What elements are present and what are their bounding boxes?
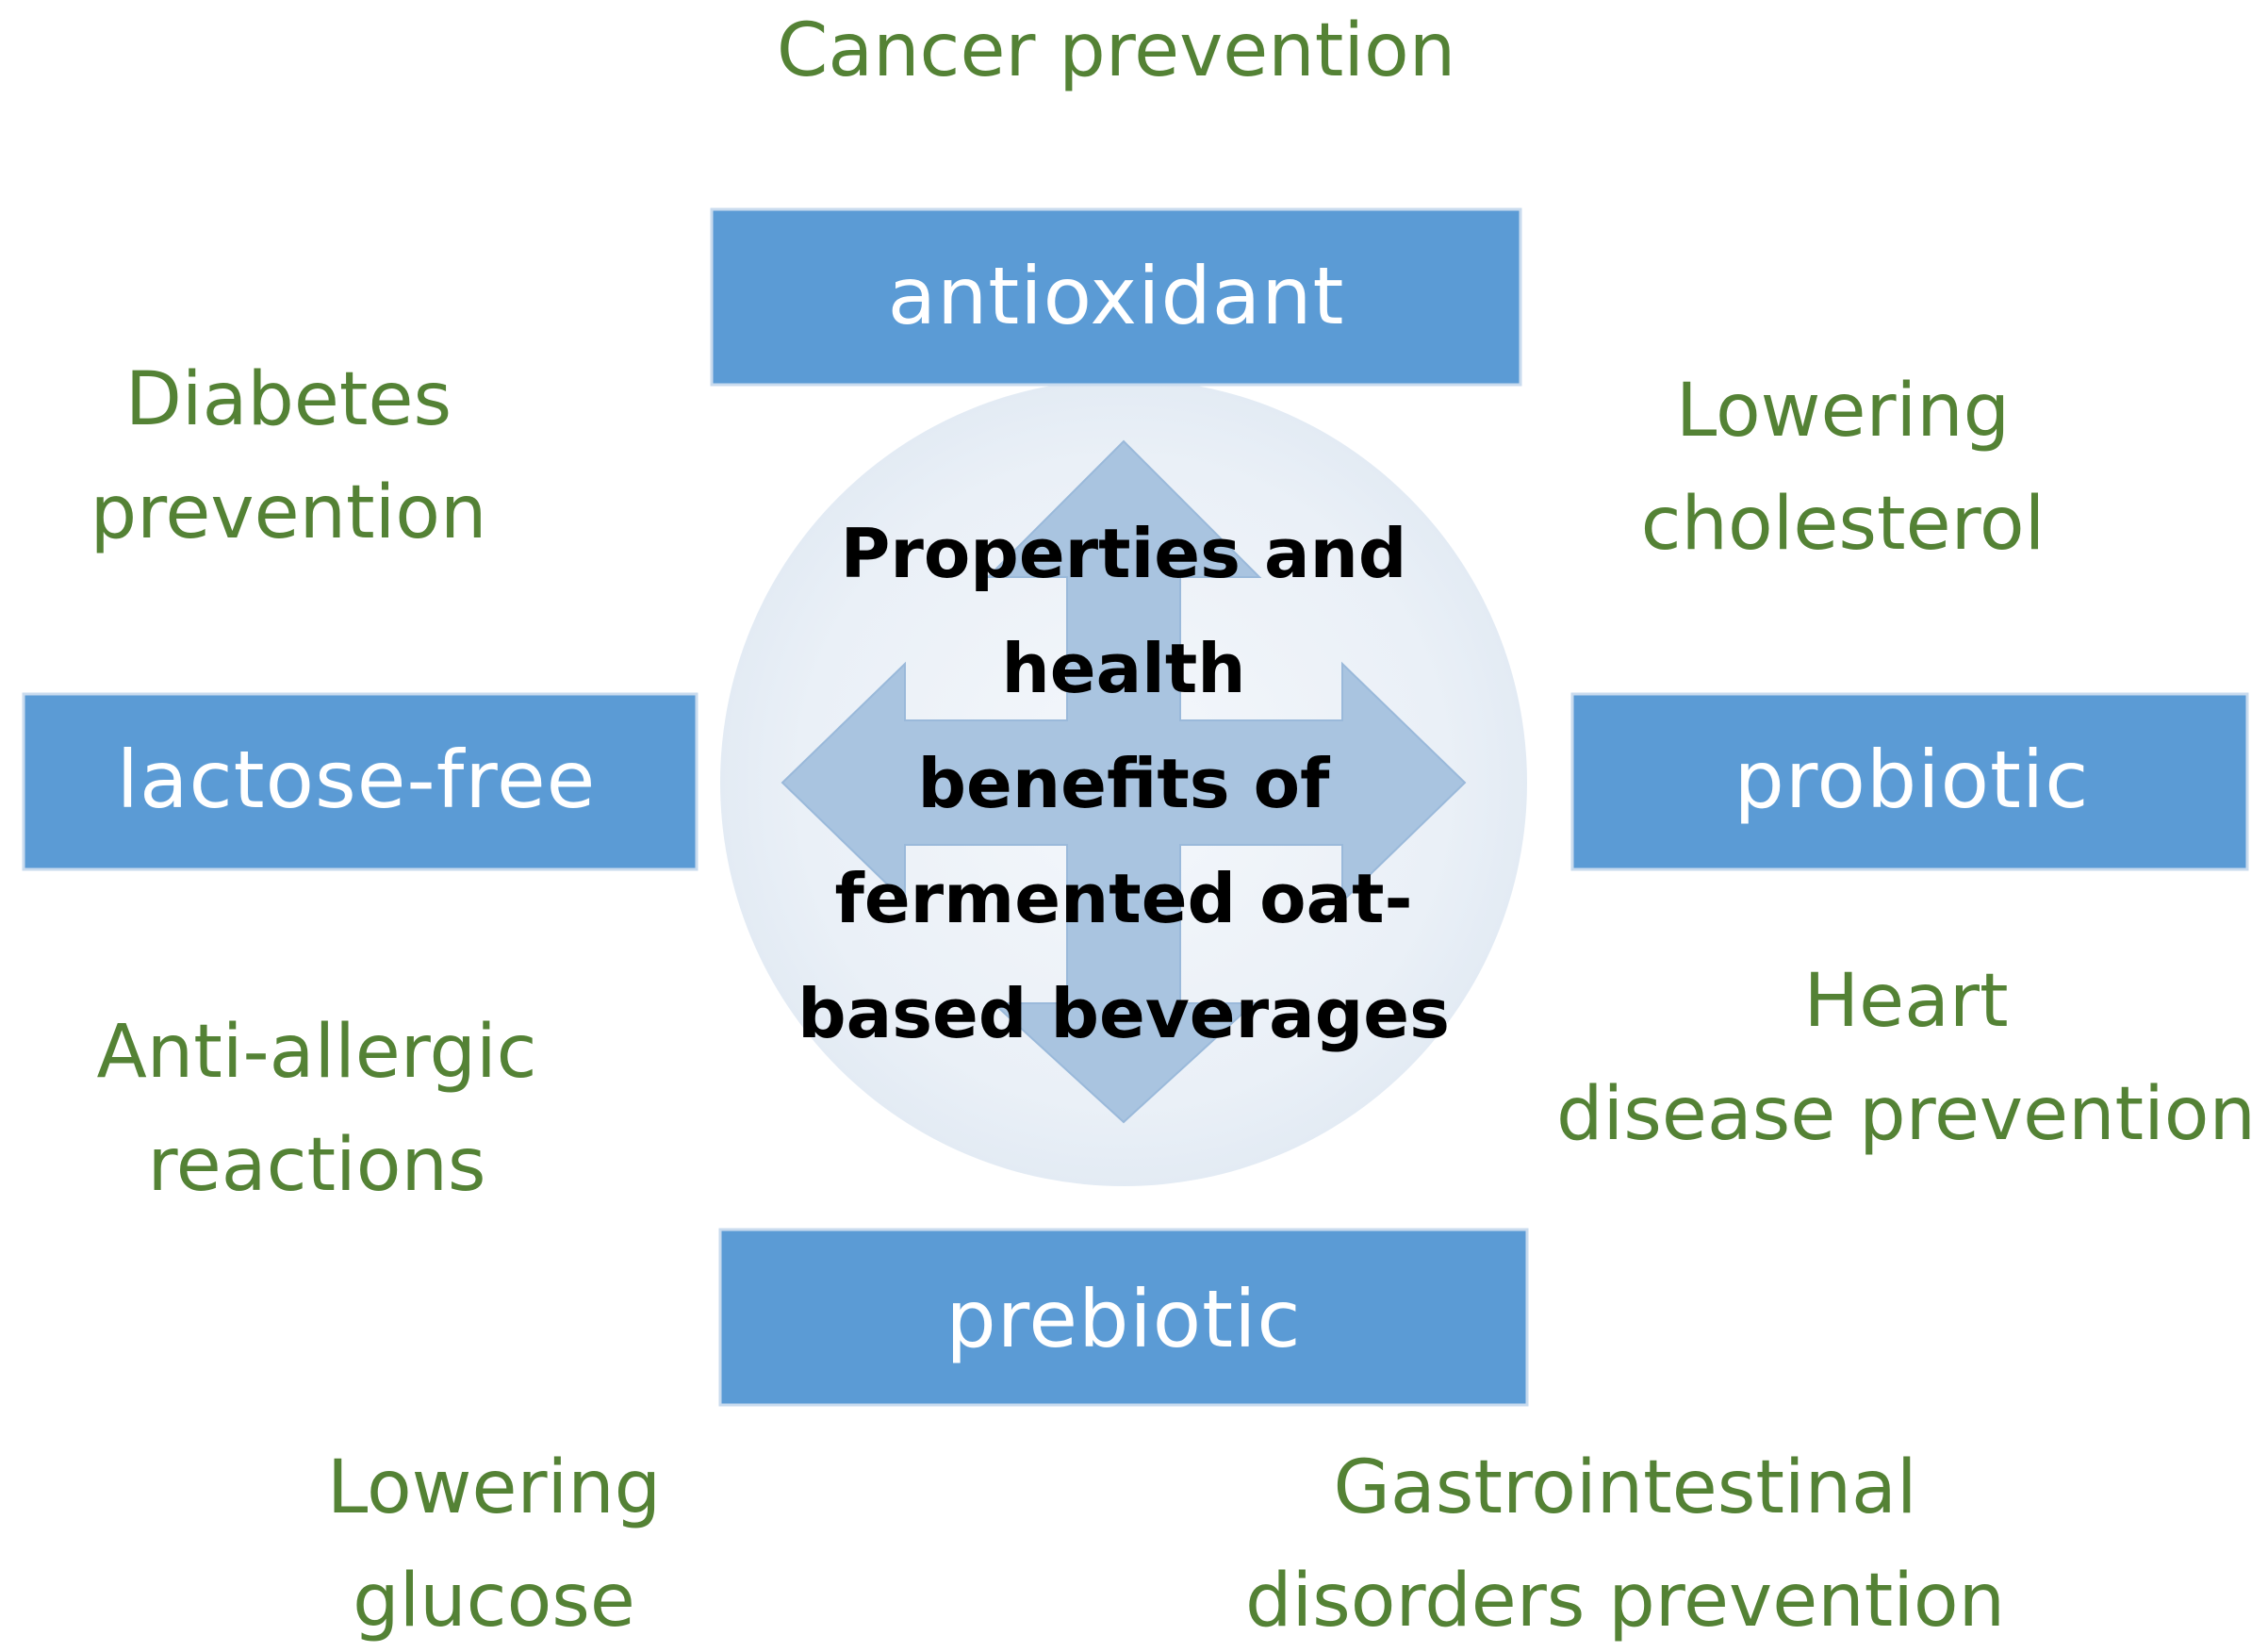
benefit-glucose-line-1: Lowering xyxy=(327,1446,661,1530)
property-box-left: lactose-free xyxy=(22,692,698,871)
property-label-antioxidant: antioxidant xyxy=(888,250,1345,342)
benefit-anti-allergic: Anti-allergic reactions xyxy=(96,1010,536,1208)
benefit-cholesterol-line-2: cholesterol xyxy=(1641,482,2046,567)
benefit-allergic-line-1: Anti-allergic xyxy=(96,1010,536,1095)
benefit-glucose-line-2: glucose xyxy=(353,1559,635,1644)
center-title-line-4: fermented oat- xyxy=(835,859,1413,938)
property-box-right: probiotic xyxy=(1570,692,2249,871)
property-label-prebiotic: prebiotic xyxy=(945,1273,1301,1365)
property-box-top: antioxidant xyxy=(710,207,1522,387)
property-label-probiotic: probiotic xyxy=(1734,734,2090,826)
benefit-heart-line-1: Heart xyxy=(1803,959,2008,1044)
benefit-gastrointestinal: Gastrointestinal disorders prevention xyxy=(1245,1446,2005,1644)
benefit-lowering-glucose: Lowering glucose xyxy=(327,1446,661,1644)
benefit-lowering-cholesterol: Lowering cholesterol xyxy=(1641,369,2046,567)
center-title-line-2: health xyxy=(1001,629,1245,708)
center-title-line-5: based beverages xyxy=(797,974,1450,1053)
four-way-arrow-icon xyxy=(781,439,1467,1124)
benefit-diabetes-line-1: Diabetes xyxy=(125,357,452,442)
benefit-gastro-line-1: Gastrointestinal xyxy=(1333,1446,1916,1530)
benefit-heart-disease: Heart disease prevention xyxy=(1556,959,2256,1157)
benefit-cholesterol-line-1: Lowering xyxy=(1676,369,2010,454)
benefit-cancer-prevention: Cancer prevention xyxy=(777,8,1455,93)
property-label-lactose-free: lactose-free xyxy=(117,734,597,826)
center-title: Properties and health benefits of fermen… xyxy=(797,514,1450,1053)
center-title-line-1: Properties and xyxy=(841,514,1407,593)
benefit-gastro-line-2: disorders prevention xyxy=(1245,1559,2005,1644)
benefit-diabetes-prevention: Diabetes prevention xyxy=(90,357,487,555)
property-box-bottom: prebiotic xyxy=(718,1228,1529,1407)
benefit-heart-line-2: disease prevention xyxy=(1556,1072,2256,1157)
benefit-allergic-line-2: reactions xyxy=(147,1123,485,1208)
benefit-diabetes-line-2: prevention xyxy=(90,471,487,555)
center-title-line-3: benefits of xyxy=(918,744,1331,823)
